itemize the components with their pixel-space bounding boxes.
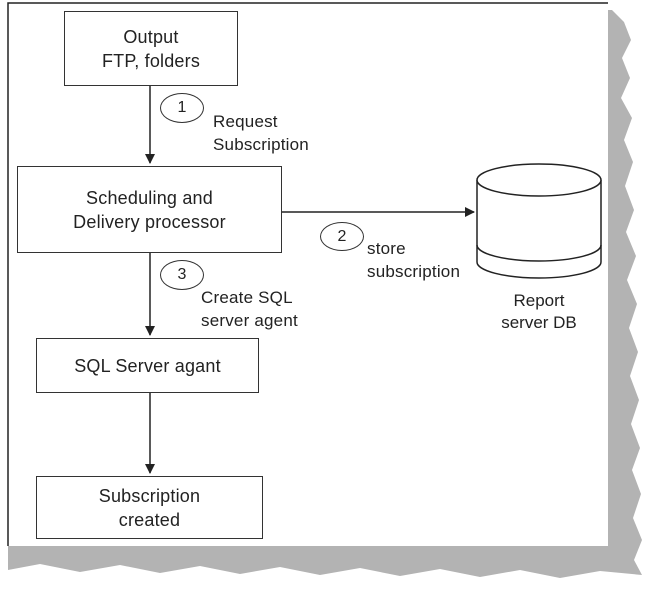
step-2-label: store subscription <box>367 239 461 281</box>
paper-border <box>7 2 608 546</box>
node-report-server-db-label: Report server DB <box>501 291 577 332</box>
step-1-number: 1 <box>160 93 204 123</box>
database-cylinder-icon <box>476 163 602 279</box>
step-3-number: 3 <box>160 260 204 290</box>
node-subscription-created: Subscription created <box>36 476 263 539</box>
step-1-label: Request Subscription <box>213 112 309 154</box>
step-2-number: 2 <box>320 222 364 251</box>
node-sql-server-agent: SQL Server agant <box>36 338 259 393</box>
step-3-label: Create SQL server agent <box>201 288 298 330</box>
node-scheduling-delivery-processor: Scheduling and Delivery processor <box>17 166 282 253</box>
node-output-ftp-folders: Output FTP, folders <box>64 11 238 86</box>
